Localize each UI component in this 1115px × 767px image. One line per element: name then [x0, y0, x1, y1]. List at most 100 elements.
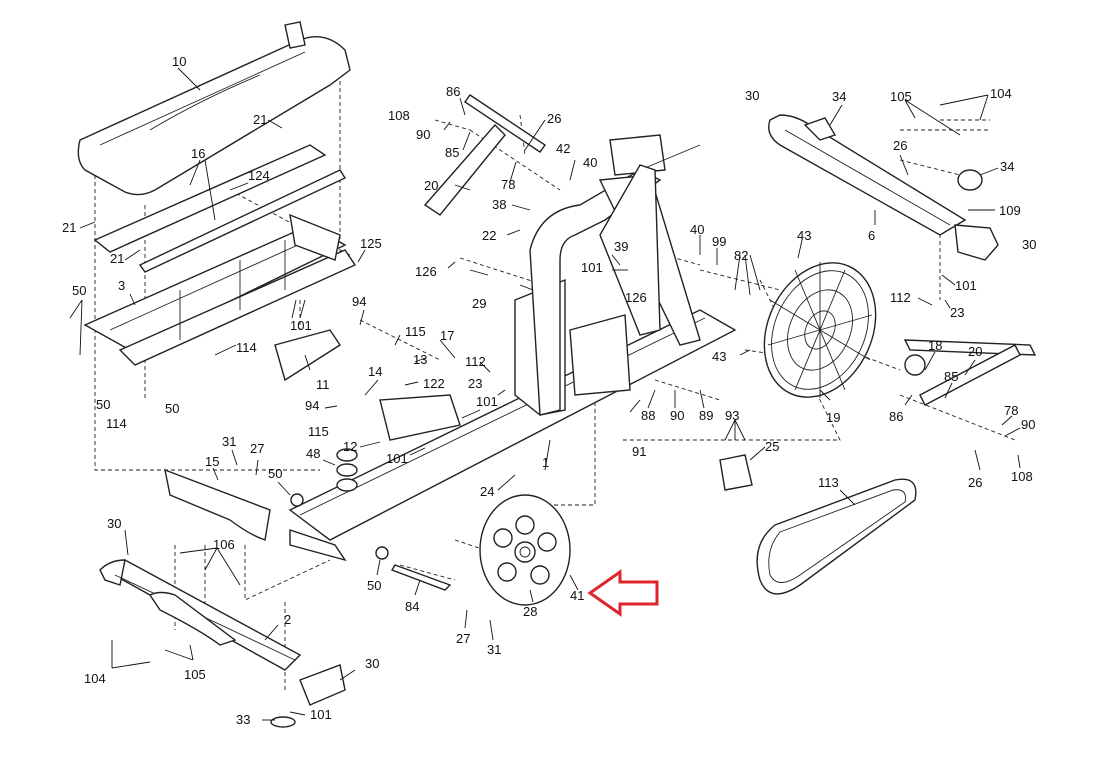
callout-label: 30	[107, 516, 121, 531]
callout-label: 28	[523, 604, 537, 619]
callout-label: 11	[316, 377, 330, 392]
callout-label: 93	[725, 408, 739, 423]
callout-label: 101	[581, 260, 603, 275]
misc-parts	[164, 94, 1037, 591]
callout-label: 48	[306, 446, 320, 461]
callout-label: 89	[699, 408, 713, 423]
callout-label: 21	[62, 220, 76, 235]
callout-label: 26	[547, 111, 561, 126]
callout-label: 50	[367, 578, 381, 593]
callout-label: 84	[405, 599, 419, 614]
callout-label: 42	[556, 141, 570, 156]
callout-label: 25	[765, 439, 779, 454]
callout-label: 21	[253, 112, 267, 127]
callout-label: 12	[343, 439, 357, 454]
callout-label: 30	[365, 656, 379, 671]
callout-label: 17	[440, 328, 454, 343]
callout-label: 40	[583, 155, 597, 170]
callout-label: 30	[1022, 237, 1036, 252]
callout-label: 114	[236, 340, 257, 355]
callout-label: 124	[248, 168, 270, 183]
callout-label: 85	[944, 369, 958, 384]
callout-label: 114	[106, 416, 127, 431]
callout-label: 108	[1011, 469, 1033, 484]
front-stabilizer-part	[99, 559, 346, 728]
callout-label: 115	[405, 324, 426, 339]
callout-label: 6	[868, 228, 875, 243]
callout-label: 34	[1000, 159, 1014, 174]
callout-label: 40	[690, 222, 704, 237]
callout-label: 19	[826, 410, 840, 425]
callout-label: 23	[950, 305, 964, 320]
callout-label: 86	[889, 409, 903, 424]
callout-label: 94	[352, 294, 366, 309]
callout-label: 105	[184, 667, 206, 682]
callout-label: 43	[797, 228, 811, 243]
callout-label: 115	[308, 424, 329, 439]
rear-stabilizer-part	[768, 114, 999, 261]
callout-label: 3	[118, 278, 125, 293]
callout-label: 82	[734, 248, 748, 263]
callout-label: 23	[468, 376, 482, 391]
callout-label: 50	[72, 283, 86, 298]
callout-label: 91	[632, 444, 646, 459]
callout-label: 21	[110, 251, 124, 266]
callout-label: 31	[487, 642, 501, 657]
callout-label: 125	[360, 236, 382, 251]
callout-label: 109	[999, 203, 1021, 218]
fan-wheel-part	[763, 262, 877, 398]
callout-label: 18	[928, 338, 942, 353]
callout-label: 50	[268, 466, 282, 481]
callout-label: 101	[310, 707, 332, 722]
flywheel-part	[479, 494, 571, 606]
callout-label: 101	[955, 278, 977, 293]
handlebar-frame-part	[77, 21, 357, 366]
callout-labels: 10 21 16 124 21 125 21 3 50 101 94 115 1…	[62, 54, 1036, 727]
callout-label: 41	[570, 588, 584, 603]
callout-label: 88	[641, 408, 655, 423]
callout-label: 13	[413, 352, 427, 367]
callout-label: 26	[893, 138, 907, 153]
callout-label: 112	[465, 354, 486, 369]
callout-label: 85	[445, 145, 459, 160]
callout-label: 104	[84, 671, 106, 686]
callout-label: 26	[968, 475, 982, 490]
callout-label: 112	[890, 290, 911, 305]
callout-label: 31	[222, 434, 236, 449]
callout-label: 14	[368, 364, 382, 379]
callout-label: 43	[712, 349, 726, 364]
callout-label: 16	[191, 146, 205, 161]
callout-label: 108	[388, 108, 410, 123]
callout-label: 90	[670, 408, 684, 423]
callout-label: 15	[205, 454, 219, 469]
callout-label: 38	[492, 197, 506, 212]
red-arrow-icon	[587, 569, 659, 617]
callout-label: 104	[990, 86, 1012, 101]
callout-label: 30	[745, 88, 759, 103]
callout-label: 78	[501, 177, 515, 192]
callout-label: 105	[890, 89, 912, 104]
callout-label: 20	[424, 178, 438, 193]
callout-label: 27	[456, 631, 470, 646]
callout-label: 24	[480, 484, 494, 499]
callout-label: 50	[96, 397, 110, 412]
highlight-arrow	[587, 569, 659, 617]
callout-label: 106	[213, 537, 235, 552]
callout-label: 101	[476, 394, 498, 409]
callout-label: 50	[165, 401, 179, 416]
callout-label: 126	[625, 290, 647, 305]
callout-label: 34	[832, 89, 846, 104]
callout-label: 27	[250, 441, 264, 456]
callout-label: 90	[1021, 417, 1035, 432]
callout-label: 10	[172, 54, 186, 69]
leader-lines	[69, 67, 1021, 721]
callout-label: 122	[423, 376, 445, 391]
callout-label: 86	[446, 84, 460, 99]
callout-label: 113	[818, 475, 839, 490]
callout-label: 29	[472, 296, 486, 311]
callout-label: 20	[968, 344, 982, 359]
callout-label: 126	[415, 264, 437, 279]
callout-label: 99	[712, 234, 726, 249]
callout-label: 101	[290, 318, 312, 333]
